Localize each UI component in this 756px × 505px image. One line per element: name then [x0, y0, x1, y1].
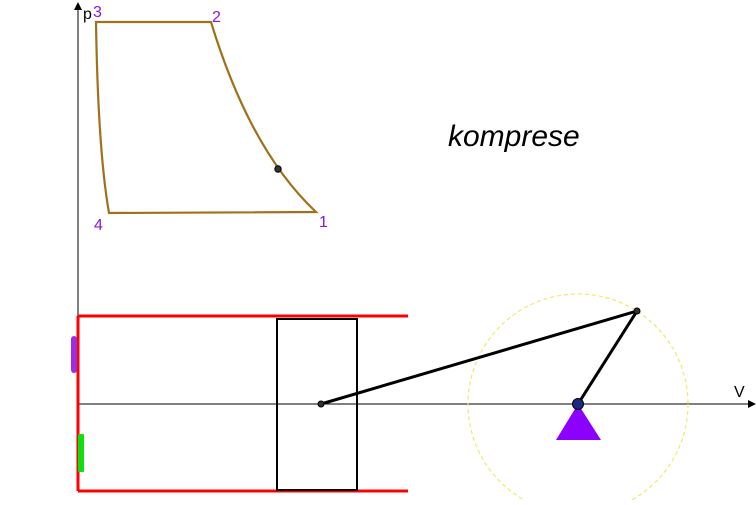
state-point-marker [274, 165, 282, 173]
connecting-rod [320, 309, 638, 406]
p-axis-label: p [83, 6, 92, 23]
crank-arm [576, 310, 639, 405]
exhaust-valve-icon [78, 434, 84, 472]
point-label-4: 4 [94, 217, 103, 234]
cycle-curve [94, 20, 319, 215]
phase-title: komprese [448, 120, 580, 153]
triangle-support-icon [556, 404, 601, 440]
point-label-3: 3 [93, 4, 102, 21]
piston[interactable] [276, 318, 358, 491]
crank-pin[interactable] [633, 307, 641, 315]
point-label-2: 2 [212, 9, 221, 26]
crank-path-circle [467, 293, 689, 505]
wrist-pin [317, 400, 325, 408]
intake-valve-icon [71, 336, 77, 373]
point-label-1: 1 [319, 214, 328, 231]
v-axis-label: V [734, 384, 745, 401]
crank-center [572, 398, 584, 410]
